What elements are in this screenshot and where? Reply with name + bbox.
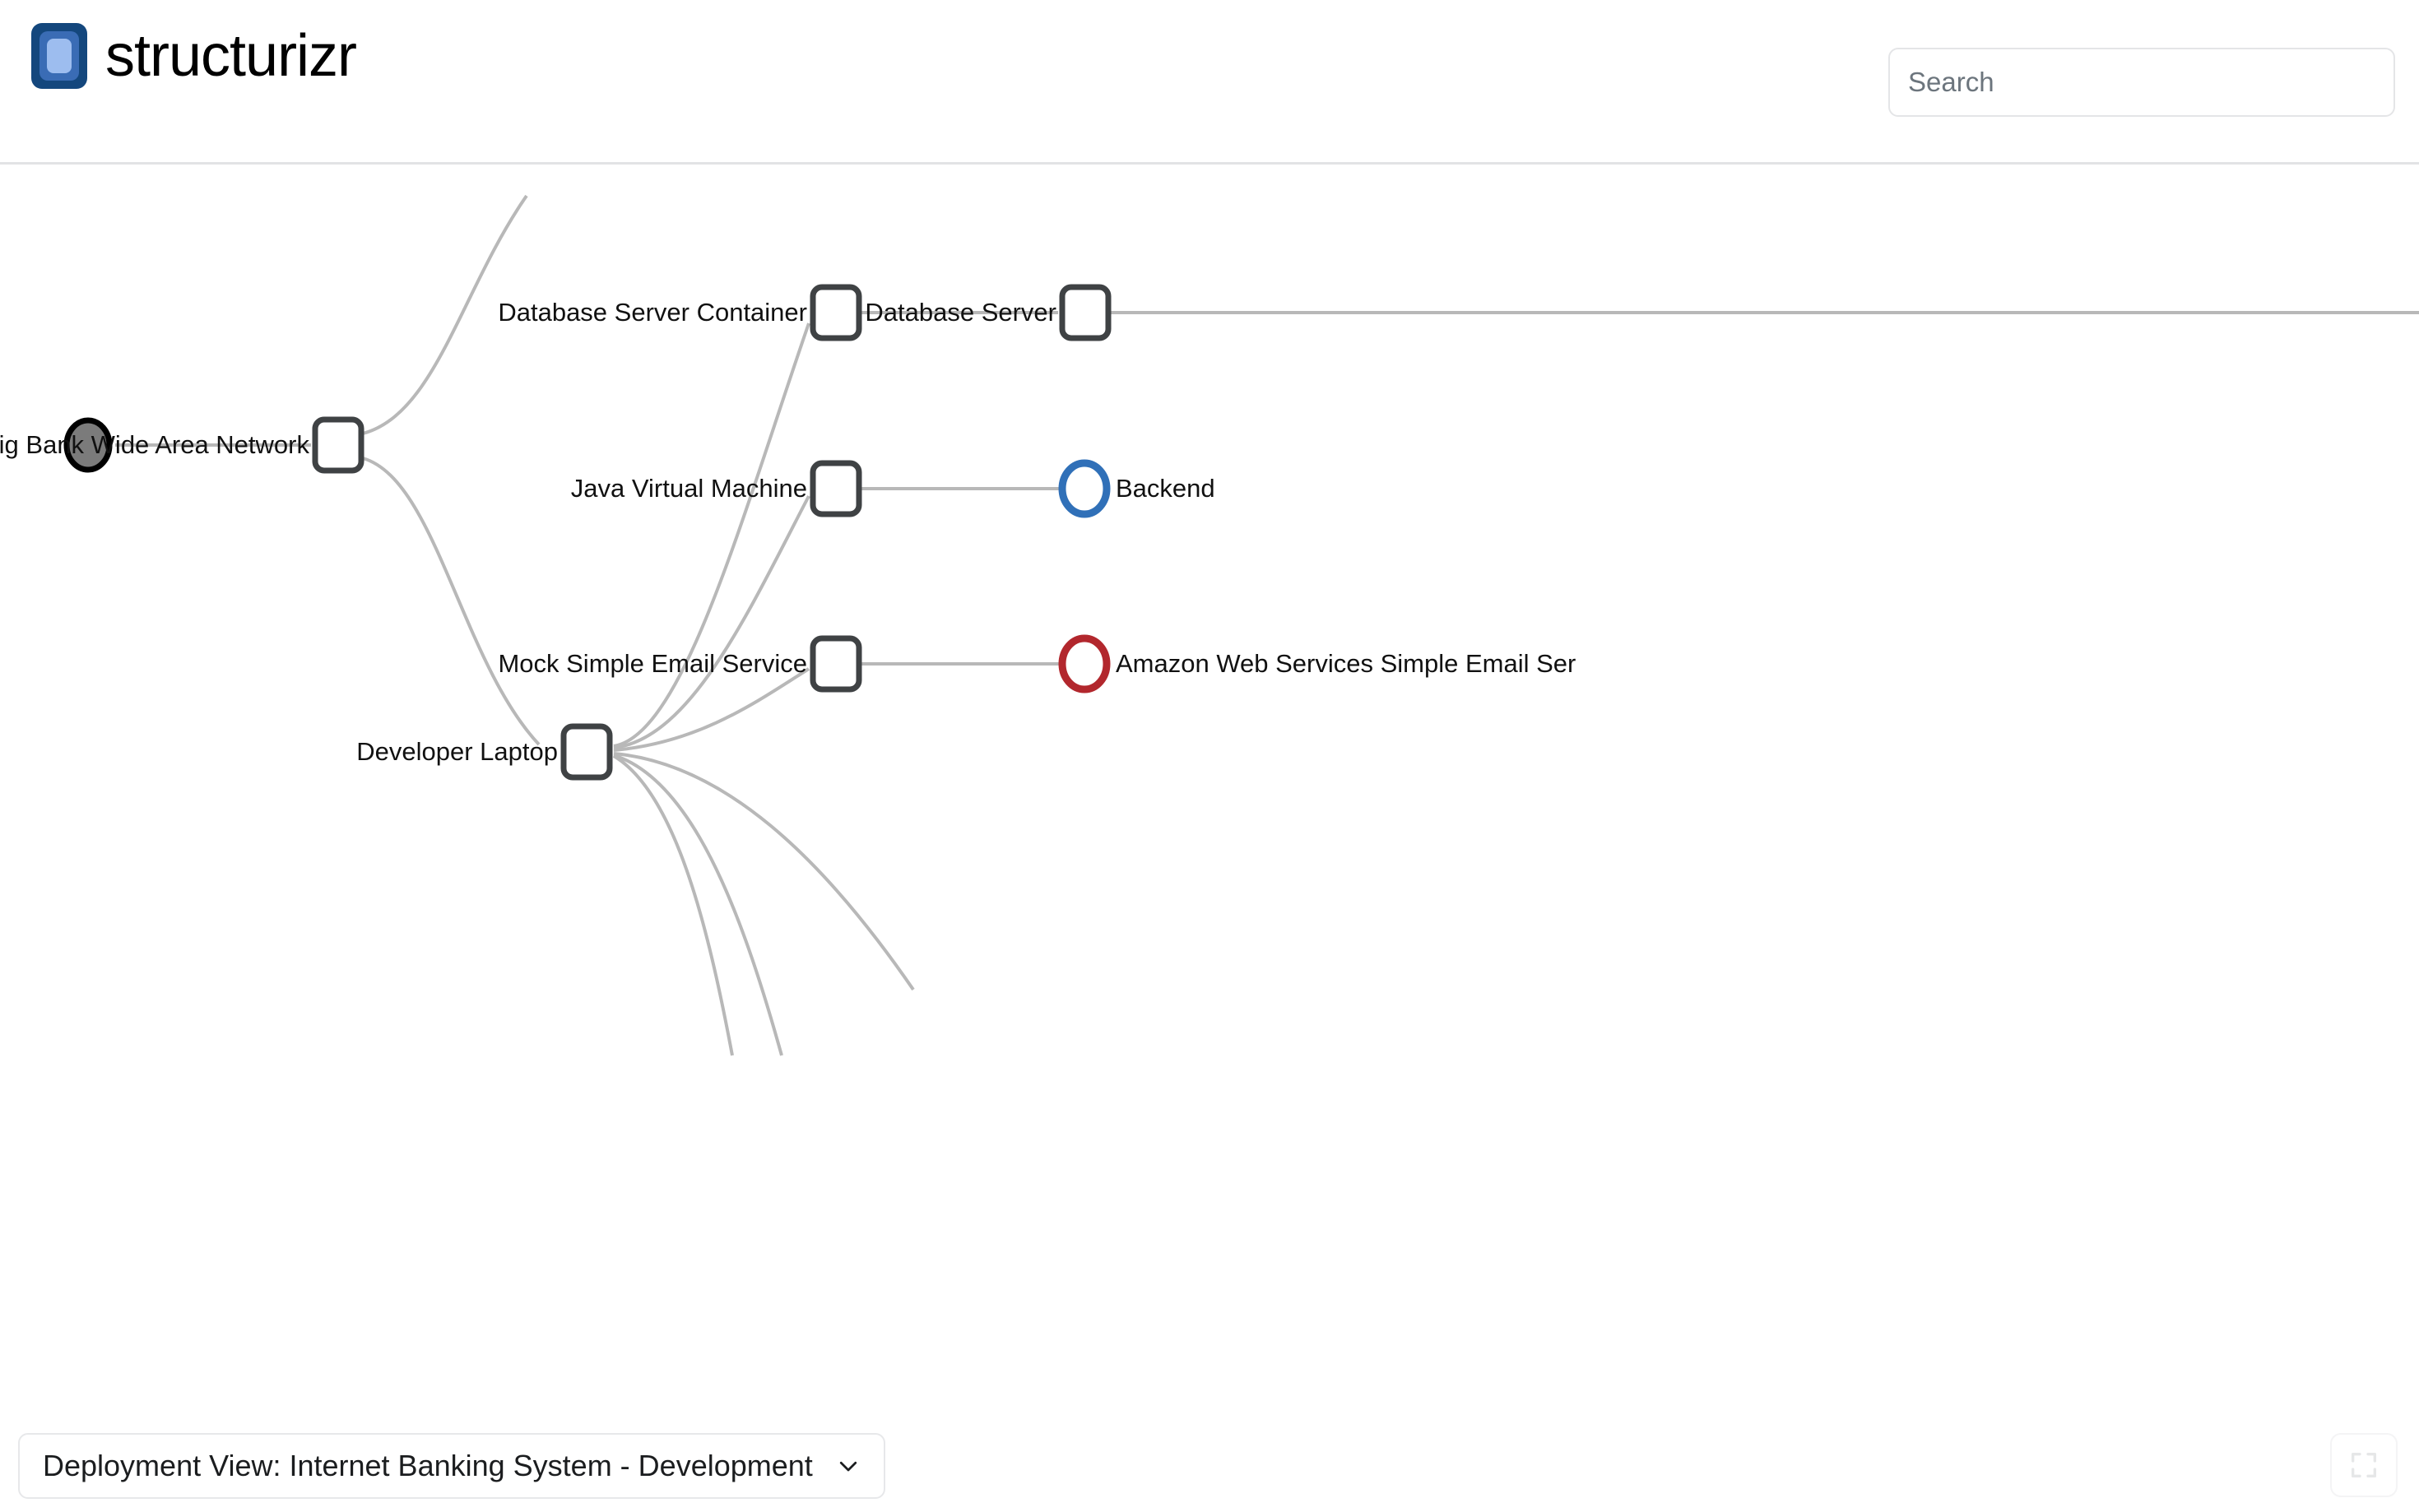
- app-header: structurizr: [0, 0, 2419, 165]
- view-selector[interactable]: Deployment View: Internet Banking System…: [18, 1433, 885, 1499]
- node-backend[interactable]: Backend: [1058, 459, 1215, 518]
- deployment-graph[interactable]: Big Bank Wide Area Network Big Bank Data…: [0, 167, 2419, 1512]
- edge-laptop-to-mock-ses: [613, 667, 810, 752]
- view-selector-label: Deployment View: Internet Banking System…: [43, 1449, 813, 1482]
- aws-ses-circle[interactable]: [1058, 634, 1111, 693]
- chevron-down-icon: [839, 1461, 857, 1472]
- node-label-jvm: Java Virtual Machine: [571, 474, 807, 503]
- edge-laptop-to-jvm: [613, 495, 810, 749]
- structurizr-logo-icon: [31, 23, 87, 89]
- brand-name: structurizr: [105, 23, 357, 89]
- edge-laptop-to-offscreen-3: [612, 754, 734, 1056]
- graph-nodes[interactable]: Big Bank Wide Area Network Big Bank Data…: [0, 167, 1576, 781]
- edge-wan-to-data-center: [362, 194, 528, 435]
- developer-laptop-box[interactable]: [560, 723, 613, 781]
- node-java-virtual-machine[interactable]: Java Virtual Machine: [571, 460, 862, 517]
- node-database-server[interactable]: Database Server: [865, 284, 1112, 341]
- node-label-backend: Backend: [1116, 474, 1215, 503]
- node-label-wan: Big Bank Wide Area Network: [0, 430, 309, 459]
- node-label-database-server: Database Server: [865, 298, 1056, 327]
- graph-edges: [115, 194, 2419, 1056]
- backend-circle[interactable]: [1058, 459, 1111, 518]
- node-user[interactable]: [63, 417, 113, 473]
- database-server-box[interactable]: [1059, 284, 1112, 341]
- fullscreen-icon: [2352, 1453, 2376, 1477]
- edge-laptop-to-offscreen-1: [613, 752, 915, 991]
- node-label-developer-laptop: Developer Laptop: [356, 737, 558, 766]
- jvm-box[interactable]: [810, 460, 862, 517]
- edge-laptop-to-db-container: [613, 322, 810, 748]
- node-mock-simple-email-service[interactable]: Mock Simple Email Service: [498, 635, 862, 693]
- database-server-container-box[interactable]: [810, 284, 862, 341]
- mock-ses-box[interactable]: [810, 635, 862, 693]
- search-input[interactable]: [1888, 48, 2395, 117]
- wan-box[interactable]: [312, 416, 364, 474]
- node-database-server-container[interactable]: Database Server Container: [498, 284, 862, 341]
- user-circle[interactable]: [63, 417, 113, 473]
- node-label-aws-ses: Amazon Web Services Simple Email Ser: [1116, 649, 1576, 678]
- node-developer-laptop[interactable]: Developer Laptop: [356, 723, 613, 781]
- edge-laptop-to-offscreen-2: [613, 754, 783, 1056]
- fullscreen-button[interactable]: [2330, 1433, 2398, 1497]
- brand-link[interactable]: structurizr: [31, 23, 357, 89]
- node-amazon-web-services-simple-email-service[interactable]: Amazon Web Services Simple Email Ser: [1058, 634, 1576, 693]
- node-big-bank-wide-area-network[interactable]: Big Bank Wide Area Network: [0, 416, 364, 474]
- edge-wan-to-developer-laptop: [362, 457, 541, 746]
- node-label-database-server-container: Database Server Container: [498, 298, 807, 327]
- diagram-canvas[interactable]: Big Bank Wide Area Network Big Bank Data…: [0, 167, 2419, 1512]
- node-label-mock-ses: Mock Simple Email Service: [498, 649, 807, 678]
